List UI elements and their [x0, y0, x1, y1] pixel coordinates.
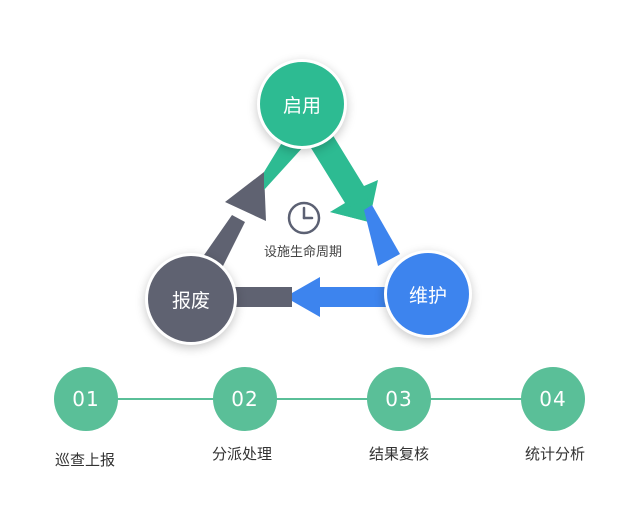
step-3-label: 结果复核 [368, 445, 429, 463]
node-maintain-label: 维护 [408, 284, 447, 307]
lifecycle-center-label: 设施生命周期 [263, 245, 342, 260]
node-scrap: 报废 [145, 253, 237, 345]
step-1-label: 巡查上报 [54, 451, 115, 469]
step-4-number: 04 [521, 367, 585, 431]
node-start: 启用 [257, 59, 347, 149]
arrow-maintain-to-scrap [232, 277, 388, 317]
step-2-label: 分派处理 [211, 445, 272, 463]
arrow-start-to-maintain [303, 124, 400, 266]
node-scrap-label: 报废 [171, 289, 210, 312]
step-4-label: 统计分析 [524, 445, 585, 463]
node-maintain: 维护 [384, 250, 472, 338]
arrow-scrap-to-start [202, 136, 304, 268]
step-2-number: 02 [213, 367, 277, 431]
clock-icon [287, 201, 321, 235]
node-start-label: 启用 [282, 94, 321, 117]
step-1-number: 01 [54, 367, 118, 431]
step-3-number: 03 [367, 367, 431, 431]
